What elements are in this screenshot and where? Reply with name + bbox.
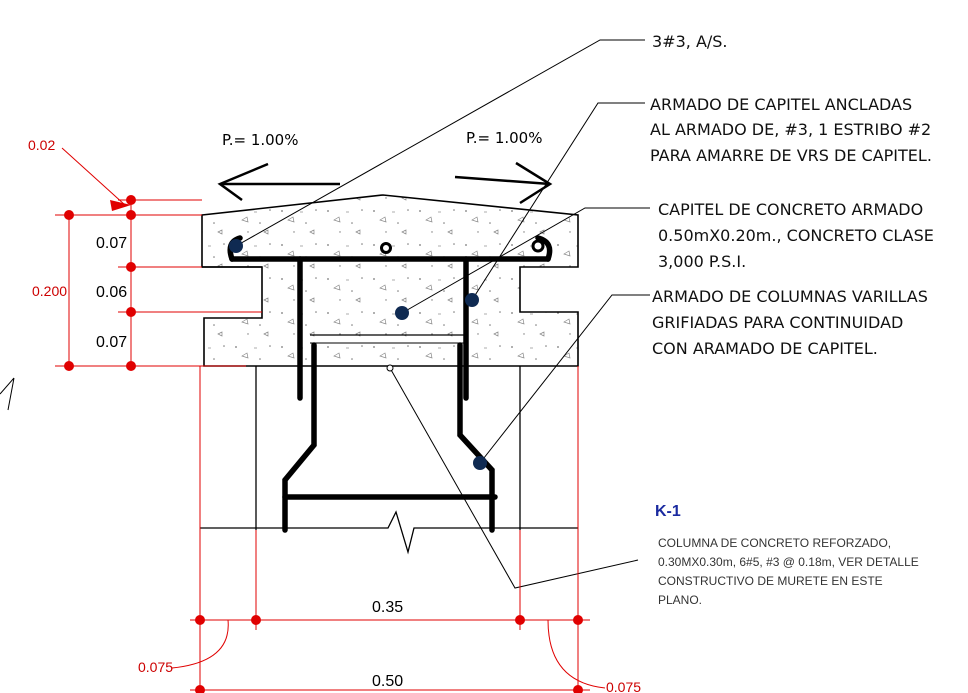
k1-desc-line-4: PLANO. <box>658 593 702 607</box>
k1-desc-line-2: 0.30MX0.30m, 6#5, #3 @ 0.18m, VER DETALL… <box>658 555 919 569</box>
note-3-line-2: 0.50mX0.20m., CONCRETO CLASE <box>658 226 934 245</box>
leader-dot-2 <box>465 293 479 307</box>
note-3-line-3: 3,000 P.S.I. <box>658 252 746 271</box>
note-1: 3#3, A/S. <box>652 32 728 51</box>
dim-total-height: 0.200 <box>32 283 67 299</box>
vertical-dimensions <box>55 147 262 367</box>
rebar <box>227 235 553 533</box>
stray-line-fragment <box>0 377 15 411</box>
note-4-line-2: GRIFIADAS PARA CONTINUIDAD <box>652 313 903 332</box>
note-4-line-3: CON ARAMADO DE CAPITEL. <box>652 339 878 358</box>
slope-arrows <box>217 161 553 205</box>
break-line <box>200 510 578 555</box>
horizontal-dimensions <box>171 366 606 693</box>
dim-cap-width: 0.50 <box>372 673 403 690</box>
leader-dot-3 <box>395 306 409 320</box>
slope-left-label: P.= 1.00% <box>222 131 298 149</box>
dim-right-offset: 0.075 <box>606 679 641 693</box>
vertical-dim-dots <box>64 195 136 371</box>
note-2-line-1: ARMADO DE CAPITEL ANCLADAS <box>650 95 912 114</box>
k1-title: K-1 <box>655 503 681 520</box>
dim-top-offset: 0.02 <box>28 137 55 153</box>
dim-h2: 0.06 <box>96 284 127 301</box>
leader-dot-4 <box>473 456 487 470</box>
note-3-line-1: CAPITEL DE CONCRETO ARMADO <box>658 200 923 219</box>
k1-desc-line-3: CONSTRUCTIVO DE MURETE EN ESTE <box>658 574 883 588</box>
dim-h3: 0.07 <box>96 334 127 351</box>
note-4-line-1: ARMADO DE COLUMNAS VARILLAS <box>652 287 928 306</box>
dim-col-width: 0.35 <box>372 599 403 616</box>
k1-desc-line-1: COLUMNA DE CONCRETO REFORZADO, <box>658 536 891 550</box>
dim-h1: 0.07 <box>96 235 127 252</box>
horizontal-dim-dots <box>195 615 583 693</box>
leader-dot-5 <box>386 364 394 372</box>
leader-lines <box>235 39 650 589</box>
capital-concrete <box>201 194 579 367</box>
offset-arrow <box>110 200 131 211</box>
slope-right-label: P.= 1.00% <box>466 129 542 147</box>
note-2-line-2: AL ARMADO DE, #3, 1 ESTRIBO #2 <box>650 120 931 139</box>
leader-dot-1 <box>229 239 243 253</box>
note-2-line-3: PARA AMARRE DE VRS DE CAPITEL. <box>650 146 932 165</box>
dim-left-offset: 0.075 <box>138 659 173 675</box>
